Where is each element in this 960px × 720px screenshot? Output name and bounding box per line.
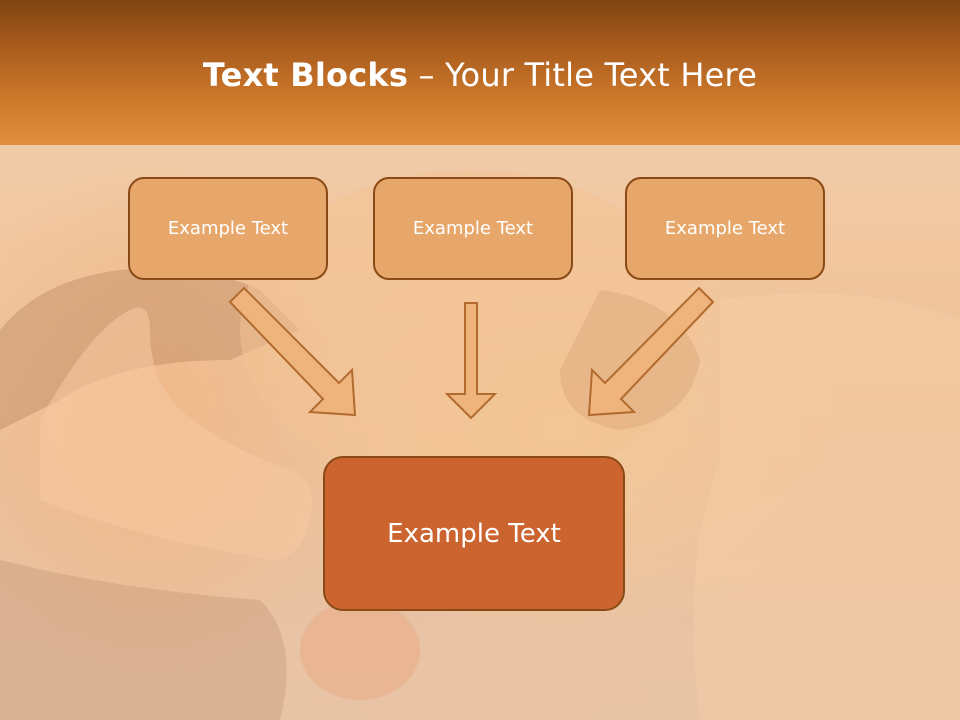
- text-block-main[interactable]: Example Text: [323, 456, 625, 611]
- text-block-center-label: Example Text: [412, 218, 534, 239]
- text-block-right-label: Example Text: [664, 218, 786, 239]
- title-bold-part: Text Blocks: [202, 55, 409, 94]
- slide-title: Text Blocks – Your Title Text Here: [203, 56, 757, 94]
- title-bar: Text Blocks – Your Title Text Here: [0, 0, 960, 145]
- ear-shape: [300, 600, 420, 700]
- shoulder-shape: [693, 293, 960, 720]
- lower-hair-shape: [0, 560, 287, 720]
- text-block-left[interactable]: Example Text: [128, 177, 328, 280]
- text-block-main-label: Example Text: [387, 518, 561, 549]
- title-regular-part: Your Title Text Here: [445, 55, 758, 94]
- text-block-right[interactable]: Example Text: [625, 177, 825, 280]
- text-block-left-label: Example Text: [167, 218, 289, 239]
- hand-shape: [40, 307, 313, 560]
- title-separator: –: [408, 55, 446, 94]
- text-block-center[interactable]: Example Text: [373, 177, 573, 280]
